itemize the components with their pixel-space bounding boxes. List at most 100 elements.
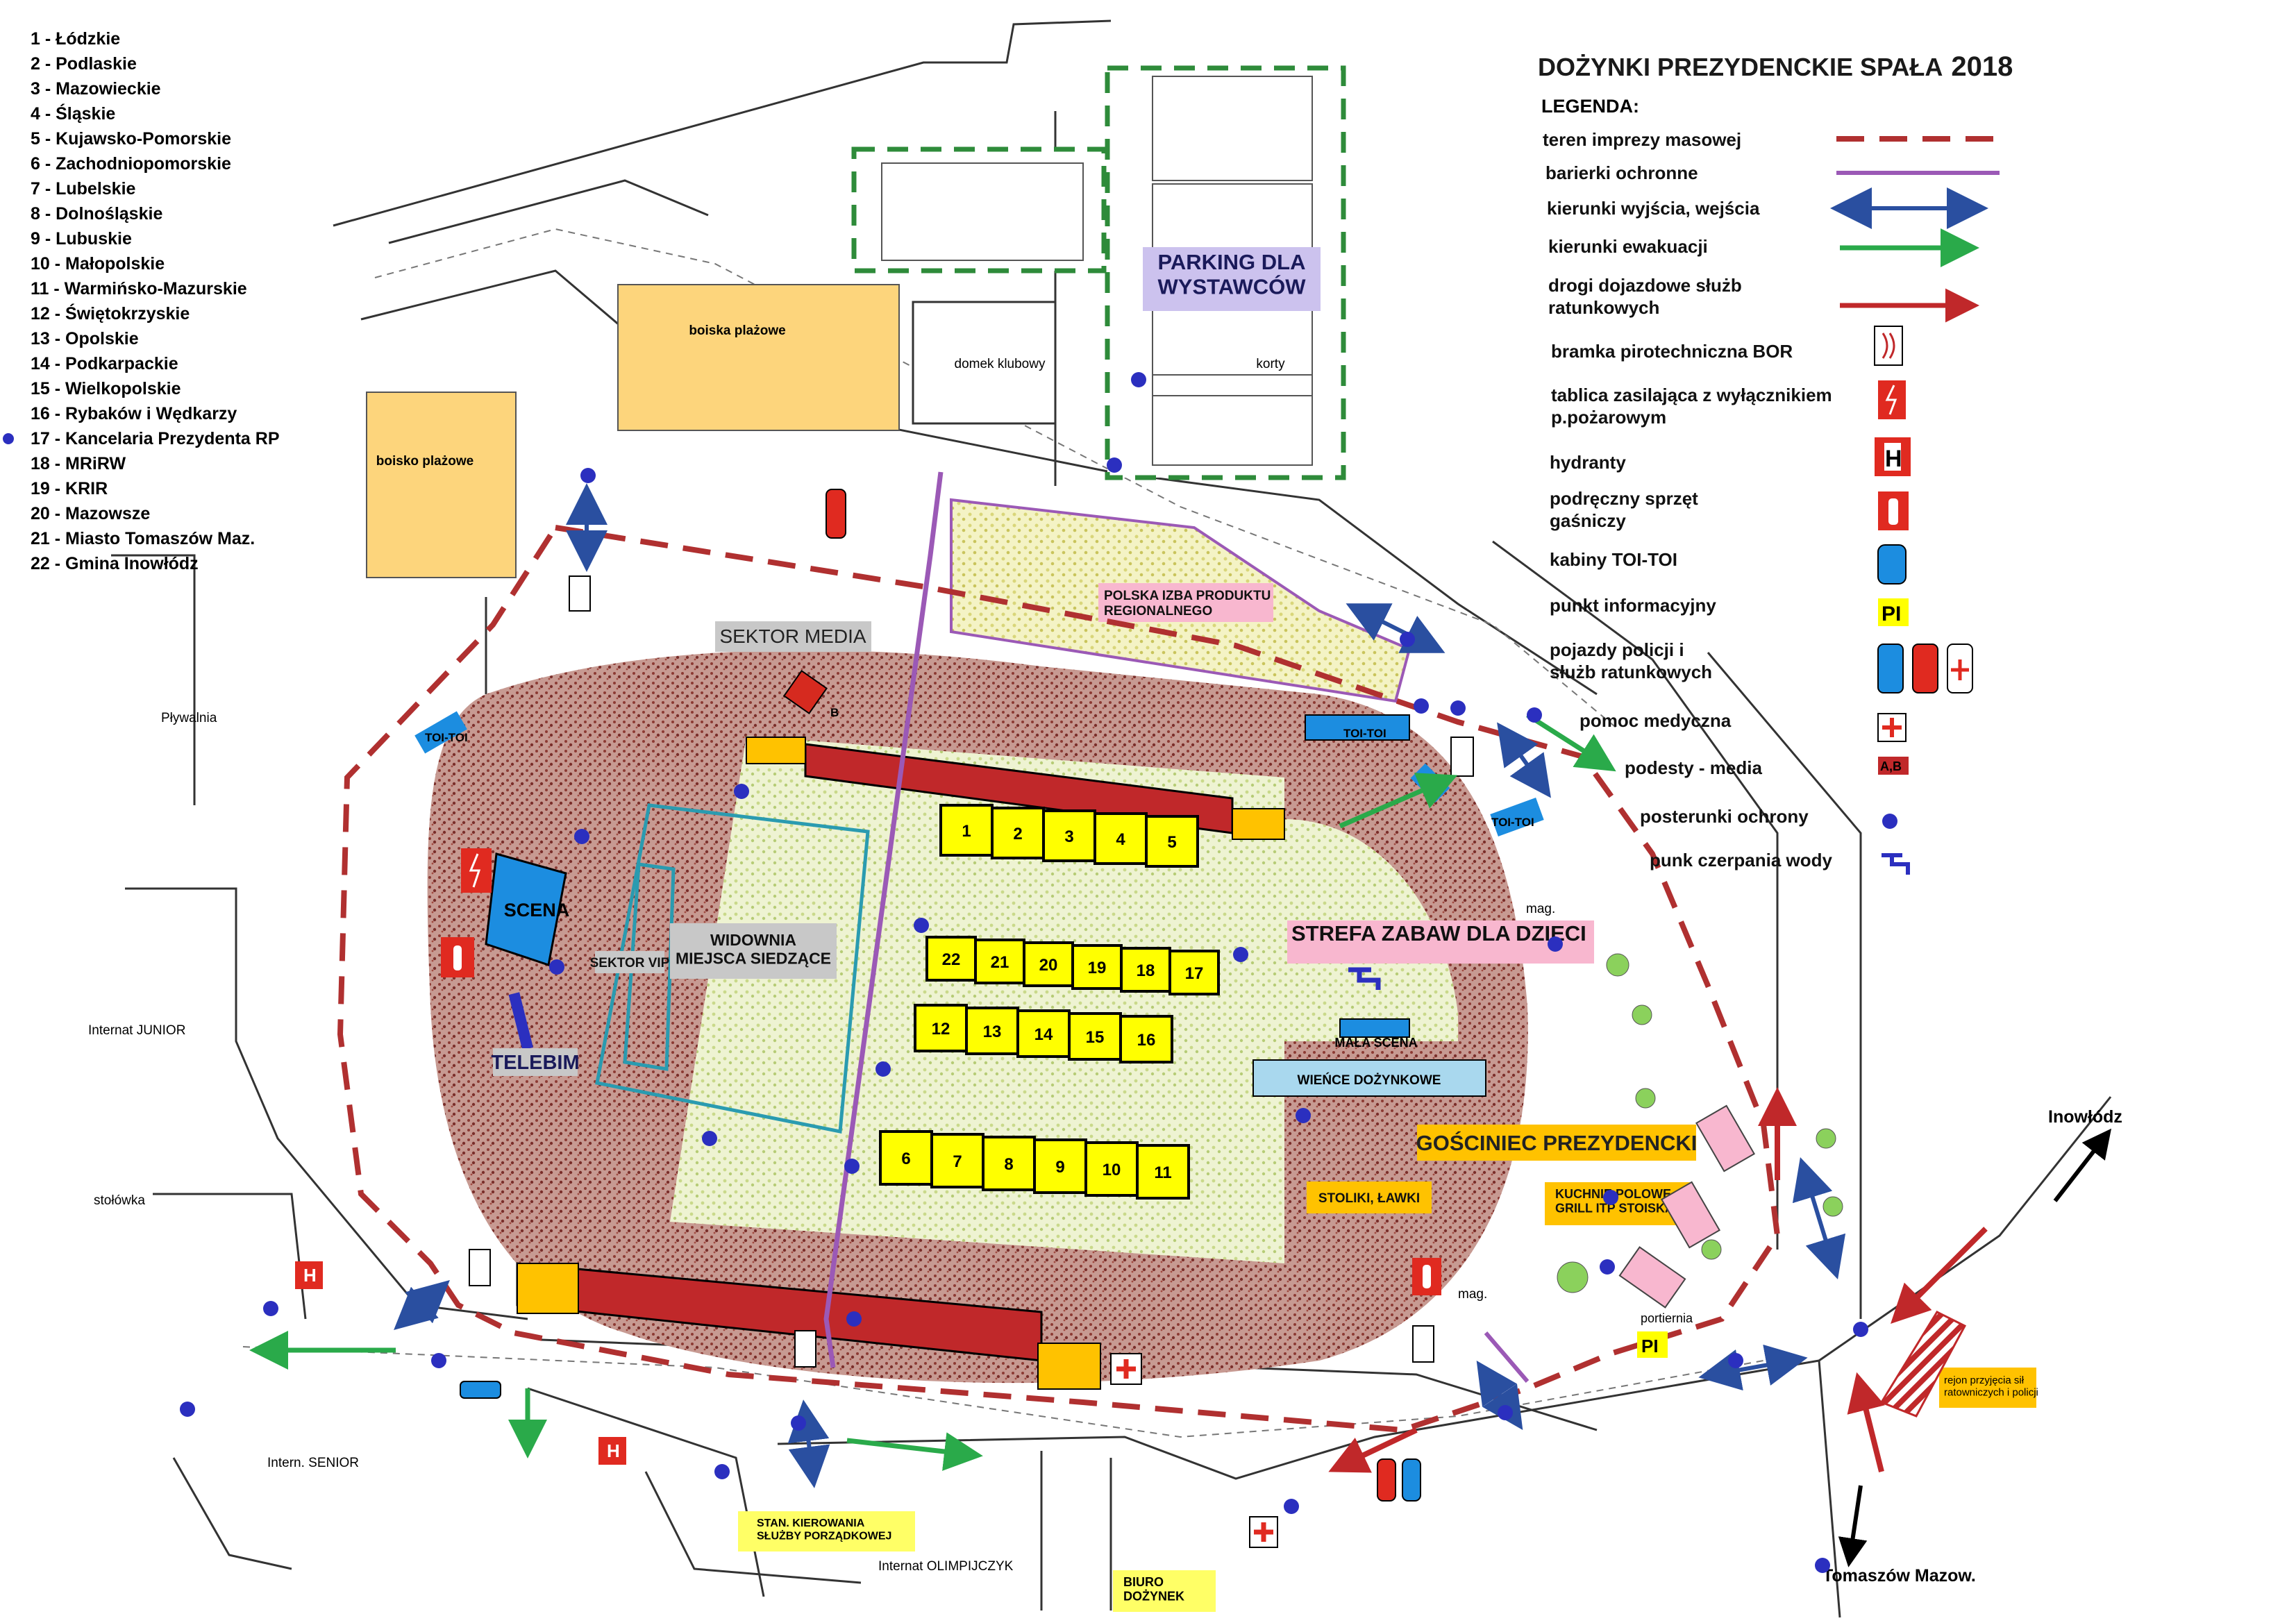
legend-item-label: pojazdy policji i służb ratunkowych [1550, 639, 1713, 682]
region-item: 17 - Kancelaria Prezydenta RP [3, 426, 280, 451]
stall-number: 16 [1137, 1031, 1156, 1050]
region-item: 1 - Łódzkie [31, 29, 121, 49]
region-item: 15 - Wielkopolskie [31, 379, 181, 398]
road-direction-arrows [1838, 1128, 2112, 1567]
beach-court-label: boisko plażowe [376, 454, 474, 469]
guard-post-icon [1107, 457, 1122, 473]
stall-number: 20 [1039, 956, 1058, 975]
media-sector: SEKTOR MEDIA B [715, 621, 871, 719]
region-item: 21 - Miasto Tomaszów Maz. [31, 529, 255, 548]
media-platform-b: B [830, 706, 839, 719]
guard-post-icon [180, 1402, 195, 1417]
stall-number: 18 [1137, 961, 1155, 980]
guard-post-icon [1414, 698, 1429, 714]
legend-item-label: kierunki wyjścia, wejścia [1547, 198, 1760, 219]
stall-number: 13 [983, 1023, 1002, 1041]
guard-post-icon [3, 433, 14, 444]
stall-box [939, 804, 994, 857]
stall-number: 2 [1013, 825, 1022, 843]
stall-number: 14 [1034, 1025, 1053, 1044]
stall-box [1016, 1009, 1071, 1058]
stall-number: 3 [1064, 827, 1073, 846]
region-item: 11 - Warmińsko-Mazurskie [31, 279, 247, 298]
region-item: 4 - Śląskie [31, 104, 116, 124]
stall-number: 7 [953, 1152, 962, 1171]
water-tap-icon [1348, 967, 1381, 990]
region-item: 20 - Mazowsze [31, 504, 151, 523]
guard-post-icon [1498, 1405, 1513, 1420]
toilet-icon [1877, 544, 1907, 585]
medical-cross-icon [1116, 1359, 1136, 1379]
evacuation-arrows [249, 713, 1616, 1471]
inowlodz-label: Inowłódz [2048, 1107, 2122, 1127]
presidential-inn-label: GOŚCINIEC PREZYDENCKI [1416, 1130, 1698, 1155]
beach-courts-label: boiska plażowe [689, 323, 785, 338]
region-item: 19 - KRIR [31, 479, 108, 498]
guard-post-icon [1233, 947, 1248, 962]
tables-label: STOLIKI, ŁAWKI [1318, 1191, 1420, 1206]
region-item: 22 - Gmina Inowłódz [31, 554, 199, 573]
porter-label: portiernia [1641, 1311, 1693, 1325]
guard-post-icon [1296, 1108, 1311, 1123]
title-text: DOŻYNKI PREZYDENCKIE SPAŁA [1538, 53, 1943, 81]
guard-post-icon [914, 918, 929, 933]
power-switch-icon [469, 853, 481, 888]
hydrant-icon: H [607, 1440, 620, 1461]
guard-post-icon [549, 959, 564, 975]
stall-number: 21 [991, 953, 1009, 972]
media-platform-icon [1878, 757, 1909, 775]
tribunes [516, 737, 1285, 1390]
stall-number: 5 [1167, 833, 1176, 852]
info-point-icon [1878, 598, 1909, 626]
toilet-label-3: TOI-TOI [1491, 816, 1534, 829]
legend-item-label: kabiny TOI-TOI [1550, 549, 1677, 570]
region-item: 12 - Świętokrzyskie [31, 304, 190, 323]
stall-number: 11 [1154, 1163, 1171, 1182]
presidential-inn: GOŚCINIEC PREZYDENCKI STOLIKI, ŁAWKI KUC… [1307, 1104, 1756, 1309]
guard-post-icon [1400, 632, 1415, 647]
legend-item-label: podesty - media [1625, 757, 1762, 778]
telebim-label: TELEBIM [491, 1052, 579, 1074]
entry-exit-arrows [394, 483, 1846, 1488]
guard-post-icon [1728, 1353, 1743, 1368]
region-item: 8 - Dolnośląskie [31, 204, 163, 224]
stall-box [982, 1136, 1036, 1191]
guard-post-icon [1600, 1259, 1615, 1275]
region-list: 1 - Łódzkie 2 - Podlaskie 3 - Mazowiecki… [3, 26, 280, 576]
barrier-line [823, 471, 944, 1368]
legend-item-label: bramka pirotechniczna BOR [1551, 341, 1793, 362]
info-point-letters: PI [1882, 603, 1901, 625]
region-item: 14 - Podkarpackie [31, 354, 178, 373]
beach-courts: boiska plażowe boisko plażowe [366, 284, 900, 578]
storage-label: mag. [1526, 902, 1555, 916]
guard-post-icon [1527, 707, 1542, 723]
guard-post-icon [846, 1311, 862, 1327]
stall-number: 22 [942, 950, 961, 969]
main-stage: SCENA TELEBIM [485, 852, 580, 1076]
map-labels: Pływalnia Internat JUNIOR stołówka mag. … [88, 711, 2122, 1612]
toilet-label-1: TOI-TOI [425, 731, 468, 744]
legend-header: LEGENDA: [1541, 96, 1639, 117]
kids-zone: STREFA ZABAW DLA DZIECI MAŁA SCENA WIEŃC… [1252, 920, 1594, 1097]
guard-post-icon [714, 1464, 730, 1479]
legend-symbols: H PI A,B [1830, 136, 2000, 875]
toilet-label-2: TOI-TOI [1343, 727, 1386, 740]
club-house: domek klubowy korty [912, 301, 1285, 425]
region-item: 5 - Kujawsko-Pomorskie [31, 129, 231, 149]
guard-post-icon [431, 1353, 446, 1368]
legend-item-label: pomoc medyczna [1579, 710, 1732, 731]
guard-post-icon [702, 1131, 717, 1146]
stall-box [1042, 809, 1096, 862]
guard-post-icon [791, 1415, 806, 1431]
region-item: 3 - Mazowieckie [31, 79, 161, 99]
wreaths-label: WIEŃCE DOŻYNKOWE [1298, 1073, 1441, 1088]
guard-post-icon [1815, 1558, 1830, 1573]
stall-box [1084, 1141, 1139, 1197]
region-item: 9 - Lubuskie [31, 229, 132, 249]
stall-number: 10 [1103, 1161, 1121, 1179]
